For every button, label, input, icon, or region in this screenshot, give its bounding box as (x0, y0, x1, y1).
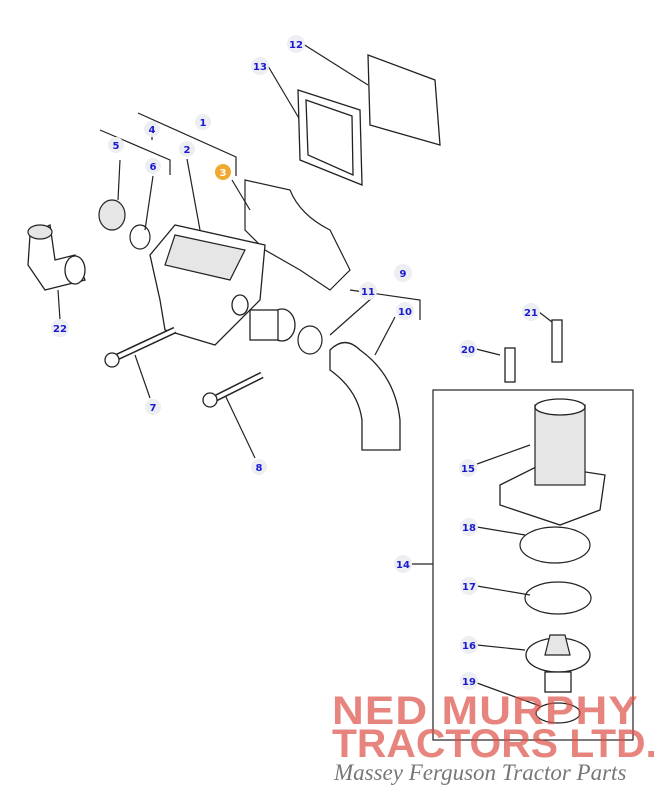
svg-text:18: 18 (462, 523, 476, 534)
callout-19[interactable]: 19 (460, 672, 478, 690)
elbow-fitting (27, 224, 86, 291)
watermark-tagline: Massey Ferguson Tractor Parts (334, 760, 627, 785)
callout-20[interactable]: 20 (459, 340, 477, 358)
svg-text:14: 14 (396, 560, 410, 571)
callout-11[interactable]: 11 (359, 282, 377, 300)
callout-2[interactable]: 2 (179, 141, 195, 157)
svg-text:5: 5 (113, 141, 120, 152)
svg-text:6: 6 (150, 162, 157, 173)
svg-text:21: 21 (524, 308, 538, 319)
callout-1[interactable]: 1 (195, 114, 211, 130)
gasket (244, 179, 351, 291)
watermark-line-2: TRACTORS LTD. (332, 722, 657, 766)
callout-14[interactable]: 14 (394, 555, 412, 573)
callout-13[interactable]: 13 (251, 57, 269, 75)
svg-text:2: 2 (184, 145, 191, 156)
o-ring (535, 702, 581, 724)
callout-7[interactable]: 7 (145, 399, 161, 415)
svg-text:1: 1 (200, 118, 207, 129)
svg-text:10: 10 (398, 307, 412, 318)
svg-text:9: 9 (400, 269, 407, 280)
hose-clamp (297, 325, 323, 355)
svg-text:19: 19 (462, 677, 476, 688)
callout-17[interactable]: 17 (460, 577, 478, 595)
svg-text:22: 22 (53, 324, 67, 335)
hose (329, 341, 401, 451)
bolt (504, 347, 516, 383)
thermostat-cover (499, 398, 606, 526)
bolt (202, 371, 264, 408)
thermostat-housing (149, 224, 296, 346)
callout-16[interactable]: 16 (460, 636, 478, 654)
callout-12[interactable]: 12 (287, 35, 305, 53)
callout-8[interactable]: 8 (251, 459, 267, 475)
callout-10[interactable]: 10 (396, 302, 414, 320)
clip-ring (524, 581, 592, 615)
callout-6[interactable]: 6 (145, 158, 161, 174)
watermark-line-1: NED MURPHY (332, 689, 639, 733)
svg-text:8: 8 (256, 463, 263, 474)
svg-text:13: 13 (253, 62, 267, 73)
bolt (551, 319, 563, 363)
callout-4[interactable]: 4 (144, 121, 160, 137)
seal-ring (519, 526, 591, 564)
callout-9[interactable]: 9 (394, 264, 412, 282)
callout-18[interactable]: 18 (460, 518, 478, 536)
callout-21[interactable]: 21 (522, 303, 540, 321)
svg-text:11: 11 (361, 287, 375, 298)
svg-text:4: 4 (149, 125, 156, 136)
leader-lines (57, 43, 634, 741)
o-ring (129, 224, 151, 250)
callout-3[interactable]: 3 (215, 164, 231, 180)
thermostat (525, 634, 591, 693)
callout-15[interactable]: 15 (459, 459, 477, 477)
callout-22[interactable]: 22 (51, 319, 69, 337)
svg-text:16: 16 (462, 641, 476, 652)
plug (98, 199, 126, 231)
svg-text:15: 15 (461, 464, 475, 475)
svg-text:3: 3 (220, 168, 227, 179)
svg-text:17: 17 (462, 582, 476, 593)
bolt (104, 326, 177, 368)
svg-text:12: 12 (289, 40, 303, 51)
svg-text:7: 7 (150, 403, 157, 414)
cover-plate (297, 54, 441, 186)
svg-text:20: 20 (461, 345, 475, 356)
callout-5[interactable]: 5 (108, 137, 124, 153)
